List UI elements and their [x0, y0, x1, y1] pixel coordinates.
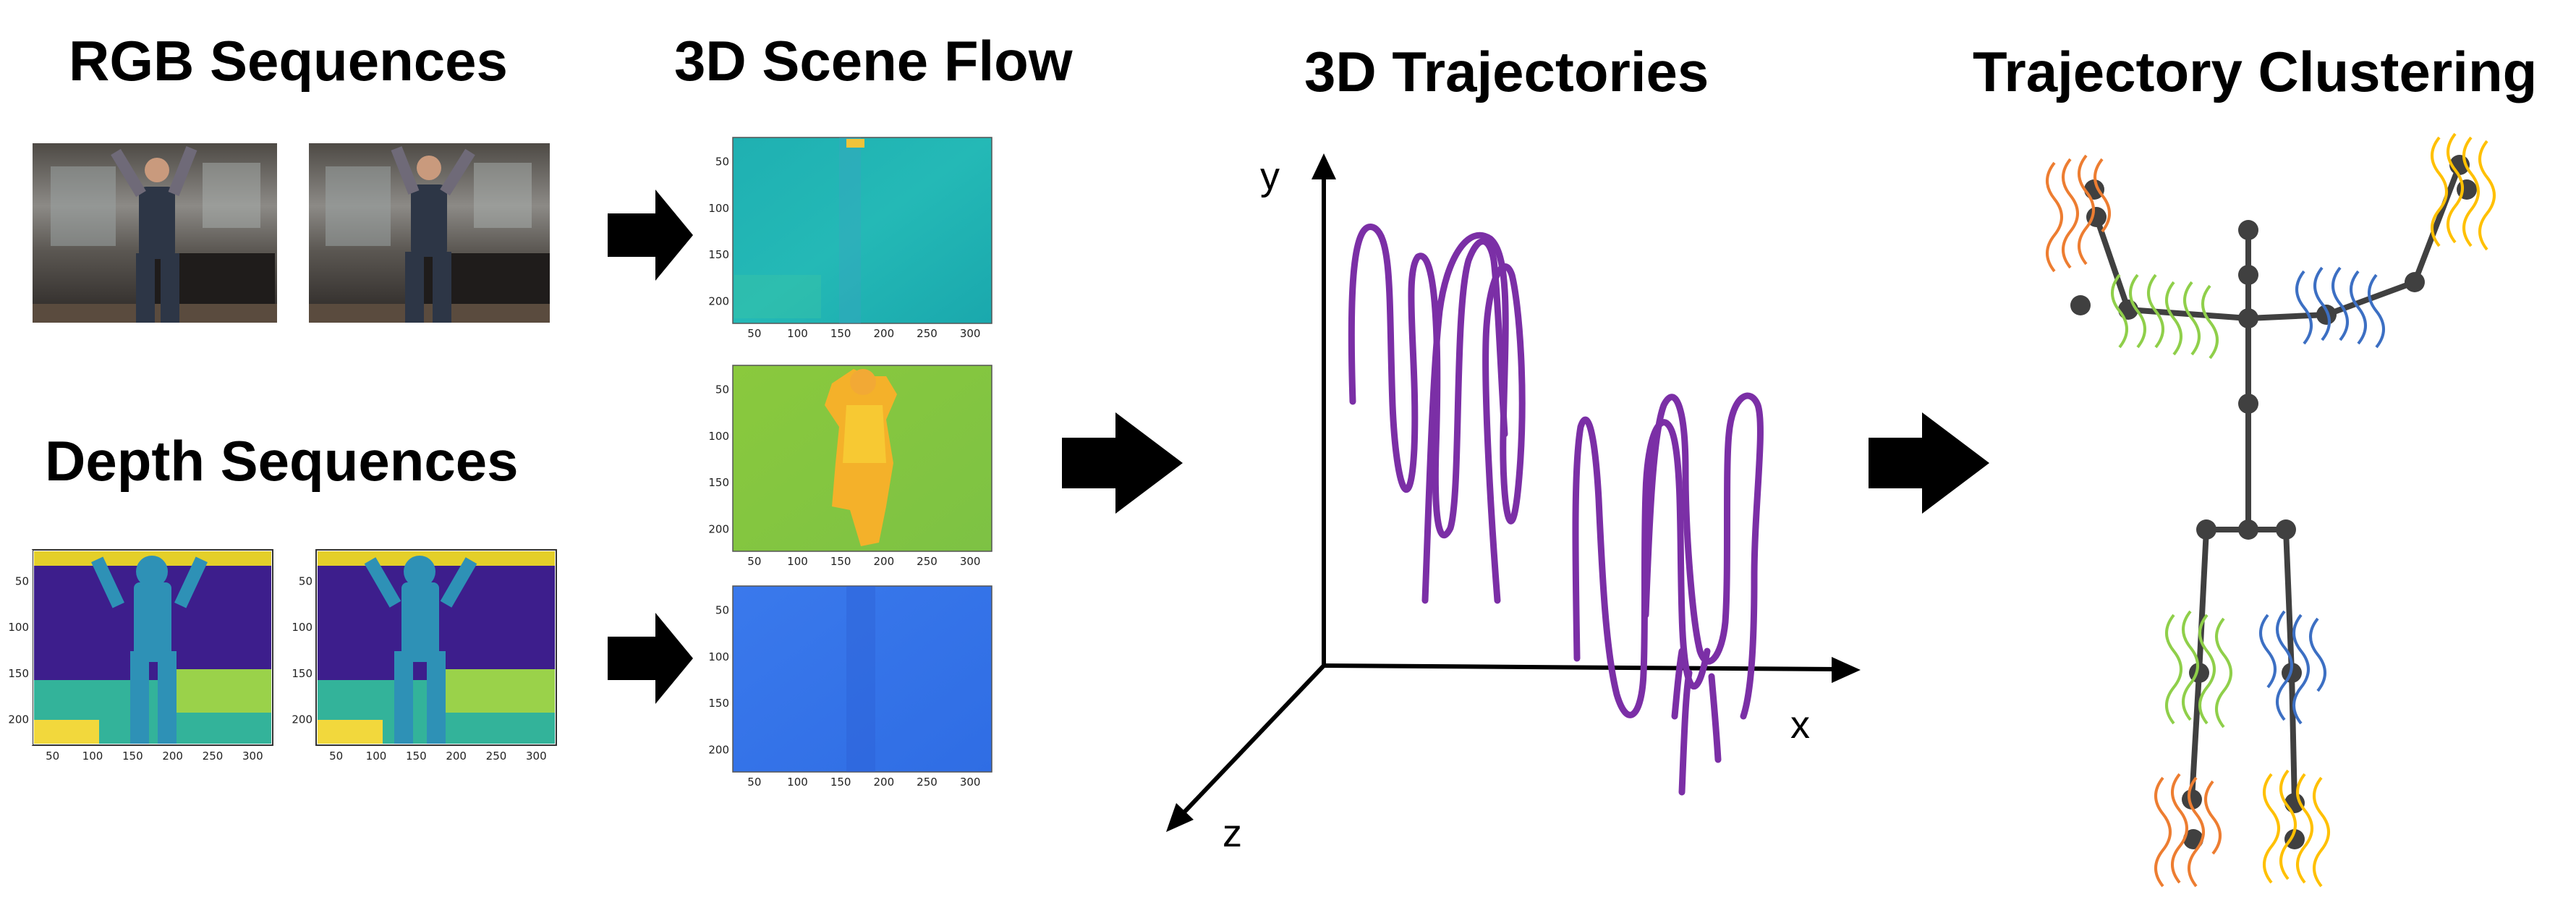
depth-frame-1	[27, 549, 273, 746]
scene-flow-plot2-ytick: 150	[708, 476, 729, 489]
cluster-orange-shoulder	[2046, 154, 2111, 273]
scene-flow-plot3-ytick: 100	[708, 650, 729, 663]
cluster-yellow-hand	[2431, 132, 2496, 251]
trajectory-1	[1348, 224, 1508, 539]
arrow-depth-to-flow	[608, 613, 693, 704]
scene-flow-axis-ticks: 50 100 150 200 250 300 50 100 150 200 50 100 150 200 2…	[708, 156, 980, 789]
depth-plot2-xtick: 100	[366, 750, 387, 763]
cluster-yellow-foot	[2263, 769, 2330, 888]
rgb-frame-1	[33, 143, 277, 323]
depth-plot2-ytick: 150	[292, 667, 313, 680]
scene-flow-plot1-ytick: 200	[708, 294, 729, 307]
depth-plot1-xtick: 250	[203, 750, 224, 763]
depth-plot1-ytick: 200	[8, 713, 29, 726]
arrow-flow-to-trajectories	[1062, 412, 1183, 514]
depth-plot1-xtick: 300	[242, 750, 263, 763]
depth-plot1-ytick: 50	[15, 574, 29, 587]
scene-flow-plot3-xtick: 200	[874, 776, 895, 789]
cluster-green-leg	[2165, 610, 2232, 729]
scene-flow-plot1-xtick: 150	[830, 327, 851, 340]
trajectory-5	[1671, 648, 1722, 796]
x-axis-label: x	[1790, 703, 1810, 747]
depth-plot1-ytick: 150	[8, 667, 29, 680]
z-axis-label: z	[1223, 812, 1242, 855]
arrow-rgb-to-flow	[608, 190, 693, 281]
scene-flow-plot3-xtick: 250	[917, 776, 938, 789]
scene-flow-plot1-xtick: 100	[787, 327, 808, 340]
scene-flow-plot3-ytick: 50	[715, 604, 729, 617]
depth-plot1-xtick: 50	[46, 750, 59, 763]
x-axis-arrowhead	[1832, 657, 1861, 683]
scene-flow-plot2-ytick: 100	[708, 430, 729, 443]
depth-plot2-ytick: 200	[292, 713, 313, 726]
scene-flow-plot1-xtick: 250	[917, 327, 938, 340]
trajectory-curves	[1348, 224, 1764, 796]
depth-plot1-xtick: 100	[82, 750, 103, 763]
cluster-blue-arm	[2295, 266, 2385, 349]
depth-plot2-ytick: 50	[299, 574, 313, 587]
rgb-sequences-title: RGB Sequences	[69, 29, 508, 93]
scene-flow-plot3-xtick: 50	[747, 776, 761, 789]
cluster-orange-foot	[2154, 773, 2222, 888]
scene-flow-plot3-ytick: 150	[708, 697, 729, 710]
scene-flow-title: 3D Scene Flow	[674, 29, 1073, 93]
cluster-blue-leg	[2259, 610, 2326, 725]
scene-flow-plot3-xtick: 150	[830, 776, 851, 789]
cluster-green-arm	[2111, 273, 2219, 360]
y-axis-label: y	[1260, 155, 1280, 198]
scene-flow-plot2-ytick: 200	[708, 522, 729, 535]
scene-flow-plot-3	[732, 585, 992, 773]
depth-plot1-xtick: 200	[162, 750, 183, 763]
scene-flow-plot1-ytick: 50	[715, 156, 729, 169]
depth-plot2-xtick: 250	[486, 750, 507, 763]
scene-flow-plot1-xtick: 50	[747, 327, 761, 340]
depth-plot1-xtick: 150	[122, 750, 143, 763]
scene-flow-plot2-xtick: 50	[747, 555, 761, 568]
scene-flow-plot-1	[732, 137, 992, 324]
scene-flow-plot1-xtick: 300	[960, 327, 981, 340]
skeleton	[2093, 162, 2462, 806]
scene-flow-plot2-xtick: 200	[874, 555, 895, 568]
scene-flow-plot2-ytick: 50	[715, 383, 729, 396]
scene-flow-plot2-xtick: 300	[960, 555, 981, 568]
scene-flow-plot3-ytick: 200	[708, 743, 729, 756]
scene-flow-plot2-xtick: 150	[830, 555, 851, 568]
depth-sequences-title: Depth Sequences	[45, 429, 519, 493]
depth-plot2-xtick: 200	[446, 750, 467, 763]
y-axis-arrowhead	[1312, 153, 1336, 179]
scene-flow-plot1-xtick: 200	[874, 327, 895, 340]
trajectory-4	[1642, 392, 1764, 720]
skeleton-joints	[2070, 155, 2477, 849]
depth-axis-ticks: 50 100 150 200 250 300 50 100 150 200 50 100 150 200 2…	[8, 574, 546, 763]
scene-flow-plot1-ytick: 100	[708, 202, 729, 215]
depth-frame-2	[315, 549, 557, 746]
trajectory-2	[1421, 232, 1526, 604]
clustering-title: Trajectory Clustering	[1973, 40, 2538, 103]
rgb-frame-2	[309, 143, 550, 323]
depth-plot2-xtick: 50	[329, 750, 343, 763]
scene-flow-plot2-xtick: 100	[787, 555, 808, 568]
depth-plot2-xtick: 300	[526, 750, 547, 763]
trajectories-title: 3D Trajectories	[1304, 40, 1709, 103]
scene-flow-plot-2	[732, 365, 992, 552]
scene-flow-plot2-xtick: 250	[917, 555, 938, 568]
scene-flow-plot1-ytick: 150	[708, 248, 729, 261]
trajectory-3	[1572, 416, 1711, 718]
z-axis-arrowhead	[1166, 803, 1194, 832]
arrow-trajectories-to-clustering	[1869, 412, 1989, 514]
scene-flow-plot3-xtick: 300	[960, 776, 981, 789]
scene-flow-plot3-xtick: 100	[787, 776, 808, 789]
depth-plot2-xtick: 150	[406, 750, 427, 763]
depth-plot1-ytick: 100	[8, 621, 29, 634]
depth-plot2-ytick: 100	[292, 621, 313, 634]
